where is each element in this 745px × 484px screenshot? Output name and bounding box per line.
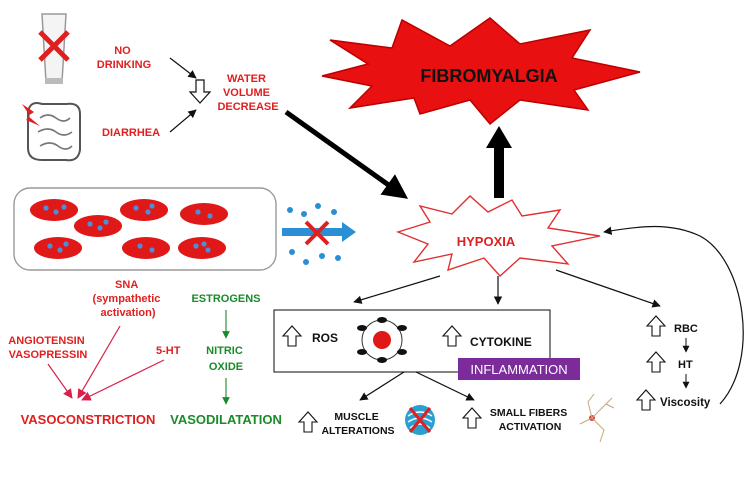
nitric-oxide-label: NITRIC OXIDE bbox=[206, 345, 246, 373]
fibromyalgia-burst bbox=[321, 17, 641, 126]
arrow-box-to-muscle bbox=[359, 371, 405, 401]
small-fibers-up-arrow-icon bbox=[461, 407, 483, 429]
glass-icon bbox=[38, 13, 70, 84]
ht-label: HT bbox=[678, 359, 693, 371]
muscle-up-arrow-icon bbox=[297, 411, 319, 433]
ht-up-arrow-icon bbox=[645, 351, 667, 373]
muscle-fiber-icon bbox=[405, 405, 435, 435]
blocked-oxygen-arrow-icon bbox=[282, 203, 356, 265]
inflammation-label: INFLAMMATION bbox=[470, 362, 567, 377]
cytokine-up-arrow-icon bbox=[441, 325, 463, 347]
ros-up-arrow-icon bbox=[281, 325, 303, 347]
inflammation-badge bbox=[458, 358, 580, 380]
water-volume-decrease-label: WATER VOLUME DECREASE bbox=[217, 73, 278, 113]
ros-label: ROS bbox=[312, 331, 338, 345]
viscosity-label: Viscosity bbox=[660, 397, 711, 409]
arrow-viscosity-feedback bbox=[603, 225, 744, 405]
small-fibers-activation-label: SMALL FIBERS ACTIVATION bbox=[490, 407, 570, 433]
diarrhea-label: DIARRHEA bbox=[102, 127, 160, 139]
arrow-box-to-small-fibers bbox=[415, 371, 475, 401]
red-blood-cells bbox=[30, 199, 228, 259]
hypoxia-burst bbox=[395, 195, 601, 277]
fibromyalgia-label: FIBROMYALGIA bbox=[420, 66, 557, 86]
no-drinking-label: NO DRINKING bbox=[97, 45, 151, 71]
viscosity-up-arrow-icon bbox=[635, 389, 657, 411]
arrow-hypoxia-to-rbc bbox=[555, 269, 661, 308]
arrow-hypoxia-to-fibromyalgia-shaft bbox=[494, 146, 504, 198]
muscle-alterations-label: MUSCLE ALTERATIONS bbox=[321, 411, 394, 437]
rbc-up-arrow-icon bbox=[645, 315, 667, 337]
rbc-label: RBC bbox=[674, 323, 698, 335]
arrow-angiotensin-to-vasoconstriction bbox=[47, 363, 73, 399]
hypoxia-label: HYPOXIA bbox=[457, 234, 516, 249]
neuron-icon bbox=[579, 393, 615, 443]
arrow-hypoxia-to-fibromyalgia-head bbox=[486, 126, 512, 148]
arrow-no-drinking-to-water bbox=[169, 57, 197, 79]
vasodilatation-label: VASODILATATION bbox=[170, 412, 282, 427]
sna-label: SNA (sympathetic activation) bbox=[93, 279, 164, 319]
arrow-diarrhea-to-water bbox=[169, 109, 197, 133]
vasoconstriction-label: VASOCONSTRICTION bbox=[21, 412, 156, 427]
arrow-hypoxia-to-ros bbox=[353, 275, 441, 304]
arrow-5ht-to-vasoconstriction bbox=[81, 359, 165, 401]
ros-molecule-icon bbox=[357, 317, 407, 363]
serotonin-label: 5-HT bbox=[156, 345, 181, 357]
arrow-water-to-hypoxia bbox=[284, 109, 409, 199]
angiotensin-vasopressin-label: ANGIOTENSIN VASOPRESSIN bbox=[8, 335, 87, 361]
intestine-icon bbox=[22, 102, 81, 162]
decrease-arrow-icon bbox=[188, 79, 212, 104]
cytokine-label: CYTOKINE bbox=[470, 335, 532, 349]
arrow-sna-to-vasoconstriction bbox=[77, 325, 121, 399]
estrogens-label: ESTROGENS bbox=[191, 293, 260, 305]
